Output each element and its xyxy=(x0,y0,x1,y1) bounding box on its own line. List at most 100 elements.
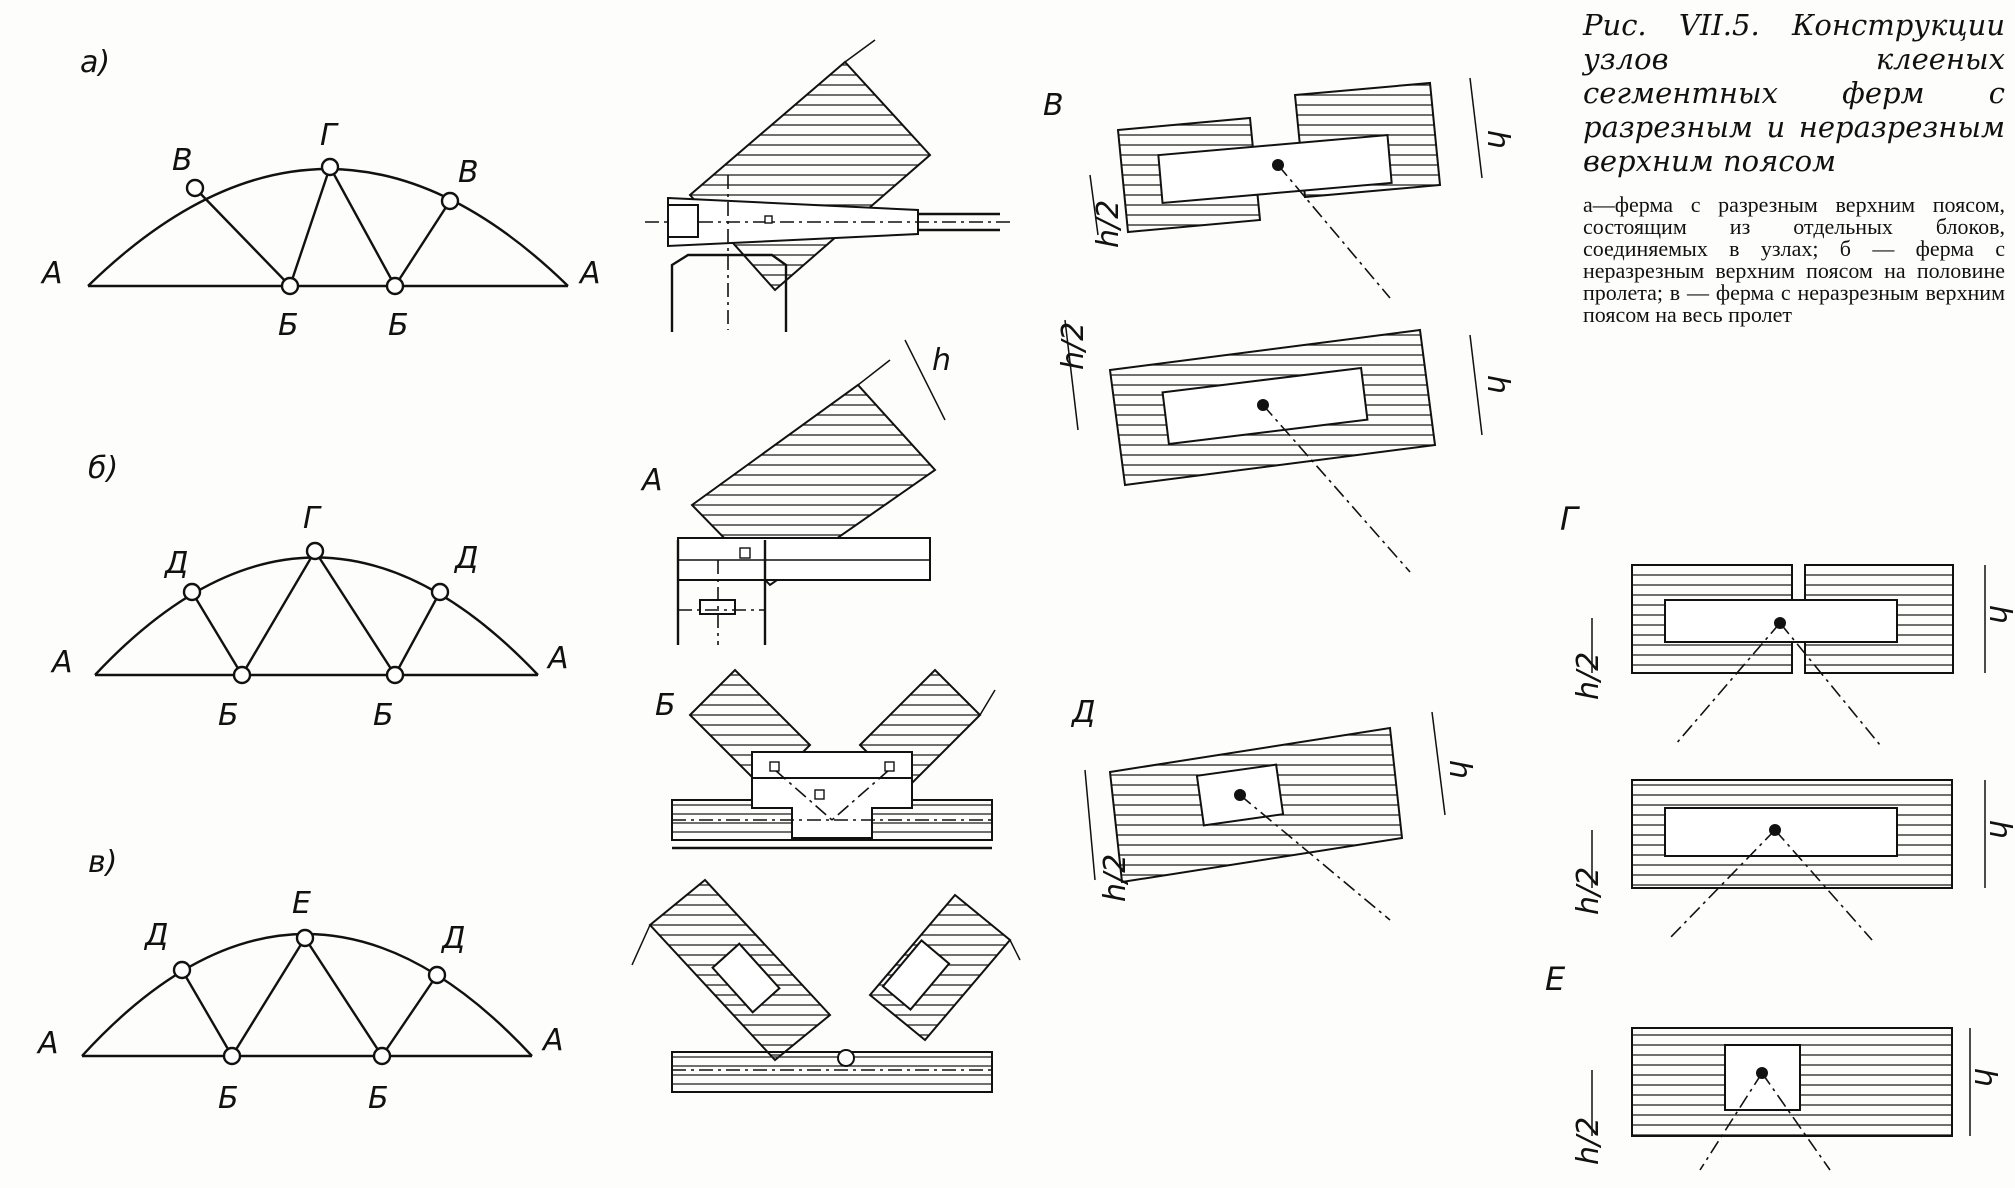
caption-title: Рис. VII.5. Конструкции узлов клееных се… xyxy=(1583,8,2005,178)
node-b-left xyxy=(280,276,300,296)
scheme-b-label: б) xyxy=(88,451,118,486)
node-b-right xyxy=(385,276,405,296)
label-b-left: Б xyxy=(218,1081,239,1116)
dim-h-half: h/2 xyxy=(1091,200,1126,248)
detail-a: А h xyxy=(640,339,951,645)
label-e: Е xyxy=(292,886,311,921)
node-d-left xyxy=(172,960,192,980)
detail-e: Е xyxy=(1545,960,1566,998)
support-node-detail-top xyxy=(645,39,1010,332)
dim-h: h xyxy=(1982,820,2015,839)
node-b-right xyxy=(372,1046,392,1066)
detail-g-continuous: h h/2 xyxy=(1571,779,2015,941)
dim-h: h xyxy=(1480,375,1515,394)
support-column xyxy=(676,540,767,645)
bolt xyxy=(884,761,895,772)
label-v-left: В xyxy=(172,143,193,178)
node-b-left xyxy=(222,1046,242,1066)
web-axis xyxy=(1761,1072,1831,1171)
figure-caption: Рис. VII.5. Конструкции узлов клееных се… xyxy=(1583,8,2005,326)
detail-a-label: А xyxy=(640,463,663,498)
web-members xyxy=(190,548,442,678)
truss-scheme-b: б) А А Д Г Д Б Б xyxy=(50,451,569,733)
dim-h: h xyxy=(1967,1068,2002,1087)
label-a-left: А xyxy=(40,256,63,291)
bolt xyxy=(739,547,751,559)
node-d-right xyxy=(427,965,447,985)
gusset-lower xyxy=(751,777,913,839)
web-axis xyxy=(1774,829,1873,941)
detail-v: В h h/2 xyxy=(1043,77,1515,299)
detail-g-split: h h/2 xyxy=(1571,564,2015,746)
break-line xyxy=(631,924,651,966)
construction-figure: а) А А В Г В Б Б б) А А Д Г Д Б Б в) xyxy=(36,39,1580,1116)
plate-left xyxy=(711,942,781,1014)
label-d-right: Д xyxy=(440,921,465,956)
label-g: Г xyxy=(320,118,339,153)
dimension-h-half xyxy=(1084,769,1096,881)
bolt xyxy=(814,789,825,800)
detail-e-label: Е xyxy=(1545,960,1566,998)
node-b-left xyxy=(232,665,252,685)
label-a-right: А xyxy=(541,1023,564,1058)
dimension-h xyxy=(1431,711,1446,816)
top-chord-arc xyxy=(87,167,569,287)
dimension-h-half xyxy=(1089,174,1099,236)
label-d-right: Д xyxy=(453,541,478,576)
dim-h-half: h/2 xyxy=(1571,1117,1606,1165)
dim-h: h xyxy=(1442,760,1477,779)
detail-d-label: Д xyxy=(1070,695,1095,730)
truss-scheme-a: а) А А В Г В Б Б xyxy=(40,45,601,343)
detail-d: Д h h/2 xyxy=(1070,695,1477,921)
web-axis xyxy=(1277,164,1391,299)
dim-h: h xyxy=(1982,605,2015,624)
node-pin xyxy=(837,1049,855,1067)
node-g xyxy=(320,157,340,177)
node-v-left xyxy=(185,178,205,198)
caption-text: а—ферма с разрезным верхним поясом, сост… xyxy=(1583,192,2005,327)
column xyxy=(670,253,788,332)
dim-h-half: h/2 xyxy=(1571,652,1606,700)
detail-b-label: Б xyxy=(655,688,676,723)
dimension-h xyxy=(1469,77,1483,179)
scheme-v-label: в) xyxy=(88,845,117,880)
dim-h: h xyxy=(932,343,951,378)
detail-g-label: Г xyxy=(1560,500,1580,538)
details-g-e: h h/2 h h/2 h h/2 xyxy=(1571,564,2015,1171)
axis-right xyxy=(831,769,890,821)
bolt xyxy=(769,761,780,772)
label-g: Г xyxy=(303,501,322,536)
web-axis xyxy=(1699,1072,1763,1171)
chord-steel xyxy=(677,537,931,581)
web-axis xyxy=(1239,794,1391,921)
dim-h-half: h/2 xyxy=(1571,867,1606,915)
plate-right xyxy=(881,939,951,1011)
break-line xyxy=(857,359,891,386)
break-line xyxy=(979,689,996,716)
bottom-chord xyxy=(671,1051,993,1093)
detail-g: Г xyxy=(1560,500,1580,538)
bolt xyxy=(764,215,773,224)
node-e xyxy=(295,928,315,948)
detail-v-label: В xyxy=(1043,88,1064,123)
anchor-block xyxy=(667,204,699,238)
scheme-a-label: а) xyxy=(80,45,110,80)
break-line xyxy=(1009,939,1021,961)
break-line xyxy=(844,39,876,63)
dimension-line xyxy=(904,339,946,421)
joint-plate xyxy=(1664,807,1898,857)
label-d-left: Д xyxy=(143,918,168,953)
label-a-right: А xyxy=(578,256,601,291)
truss-scheme-v: в) А А Д Е Д Б Б xyxy=(36,845,564,1116)
axis-left xyxy=(774,769,833,821)
node-v-right xyxy=(440,191,460,211)
dimension-h xyxy=(1469,334,1483,436)
dim-h-half: h/2 xyxy=(1056,322,1091,370)
node-d-left xyxy=(182,582,202,602)
detail-e-drawing: h h/2 xyxy=(1571,1027,2002,1171)
label-v-right: В xyxy=(458,155,479,190)
label-b-right: Б xyxy=(388,308,409,343)
label-b-right: Б xyxy=(373,698,394,733)
web-axis xyxy=(1667,829,1776,941)
web-axis xyxy=(1262,404,1411,573)
